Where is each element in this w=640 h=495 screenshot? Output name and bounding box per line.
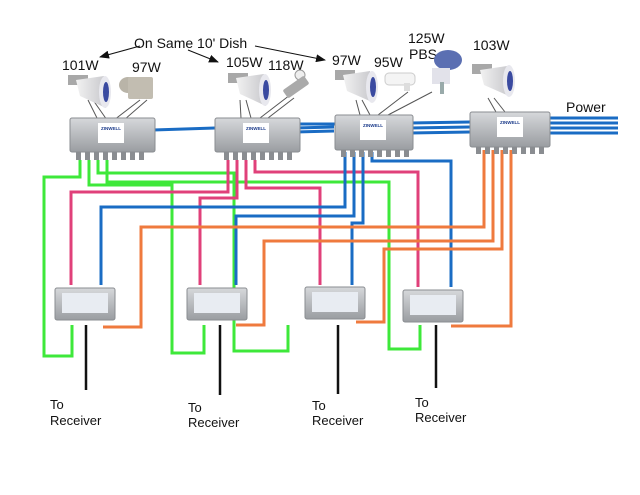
switch-brand: ZINWELL	[101, 126, 121, 131]
lnb-125w-icon	[432, 50, 462, 94]
lnb-101w-icon	[68, 75, 111, 108]
link-blue	[152, 126, 216, 132]
multiswitch-2: ZINWELL	[214, 117, 301, 160]
switch-brand: ZINWELL	[363, 123, 383, 128]
receiver-label-2: Receiver	[188, 415, 240, 430]
title-label: On Same 10' Dish	[134, 35, 247, 51]
lnb-95w-icon	[384, 72, 416, 91]
receiver-label-4-to: To	[415, 395, 429, 410]
power-label: Power	[566, 99, 606, 115]
receiver-label-1-to: To	[50, 397, 64, 412]
sat-label-125w: 125W	[408, 30, 445, 46]
sat-label-97w-b: 97W	[332, 52, 362, 68]
multiswitch-1: ZINWELL	[69, 117, 156, 160]
lnb-103w-icon	[472, 64, 515, 97]
switch-brand: ZINWELL	[500, 120, 520, 125]
combiner-4	[402, 289, 464, 323]
lnb-97w-a-icon	[119, 77, 153, 99]
sat-label-pbs: PBS	[409, 46, 437, 62]
combiner-2	[186, 287, 248, 321]
combiner-1	[54, 287, 116, 321]
arrow-to-101w	[99, 45, 141, 59]
sat-label-101w: 101W	[62, 57, 99, 73]
multiswitch-4: ZINWELL	[469, 111, 551, 154]
switch-brand: ZINWELL	[246, 126, 266, 131]
sat-label-103w: 103W	[473, 37, 510, 53]
receiver-label-3: Receiver	[312, 413, 364, 428]
receiver-label-1: Receiver	[50, 413, 102, 428]
sat-label-95w: 95W	[374, 54, 404, 70]
wiring	[42, 116, 618, 395]
arrow-to-105w	[187, 49, 219, 63]
sat-label-118w: 118W	[268, 57, 304, 73]
arrow-to-97w	[254, 45, 326, 63]
combiner-3	[304, 286, 366, 320]
receiver-label-3-to: To	[312, 398, 326, 413]
lnb-118w-icon	[283, 69, 309, 98]
receiver-label-4: Receiver	[415, 410, 467, 425]
lnb-97w-b-icon	[335, 70, 378, 103]
multiswitch-3: ZINWELL	[334, 114, 414, 157]
sat-label-105w: 105W	[226, 54, 263, 70]
receiver-label-2-to: To	[188, 400, 202, 415]
sat-label-97w-a: 97W	[132, 59, 162, 75]
lnb-cables	[87, 91, 506, 121]
lnb-105w-icon	[228, 73, 271, 106]
